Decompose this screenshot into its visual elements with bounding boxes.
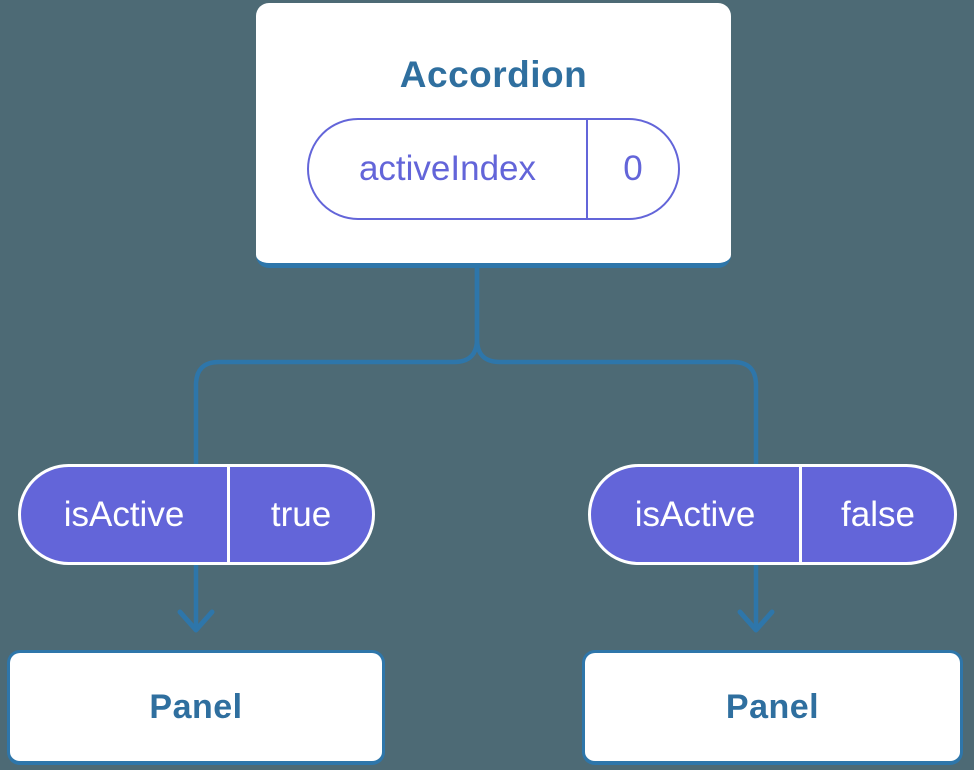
prop-name-label: isActive [634, 494, 756, 534]
arrowhead-right-icon [737, 609, 775, 633]
active-index-state-pill: activeIndex 0 [307, 118, 680, 220]
accordion-card-title: Accordion [399, 54, 588, 95]
arrowhead-left-icon [177, 609, 215, 633]
connector-left-branch [193, 263, 480, 630]
state-name-label: activeIndex [358, 149, 537, 188]
prop-value-label: false [799, 467, 954, 562]
prop-value-label: true [227, 467, 372, 562]
is-active-pill-left: isActive true [18, 464, 375, 565]
panel-card-title: Panel [725, 687, 820, 726]
panel-card-left: Panel [7, 650, 385, 765]
panel-card-right: Panel [582, 650, 963, 765]
prop-name-label: isActive [63, 494, 185, 534]
state-value-label: 0 [586, 120, 678, 218]
connector-right-branch [474, 263, 759, 630]
accordion-card: Accordion activeIndex 0 [256, 3, 731, 268]
panel-card-title: Panel [149, 687, 243, 726]
is-active-pill-right: isActive false [588, 464, 957, 565]
